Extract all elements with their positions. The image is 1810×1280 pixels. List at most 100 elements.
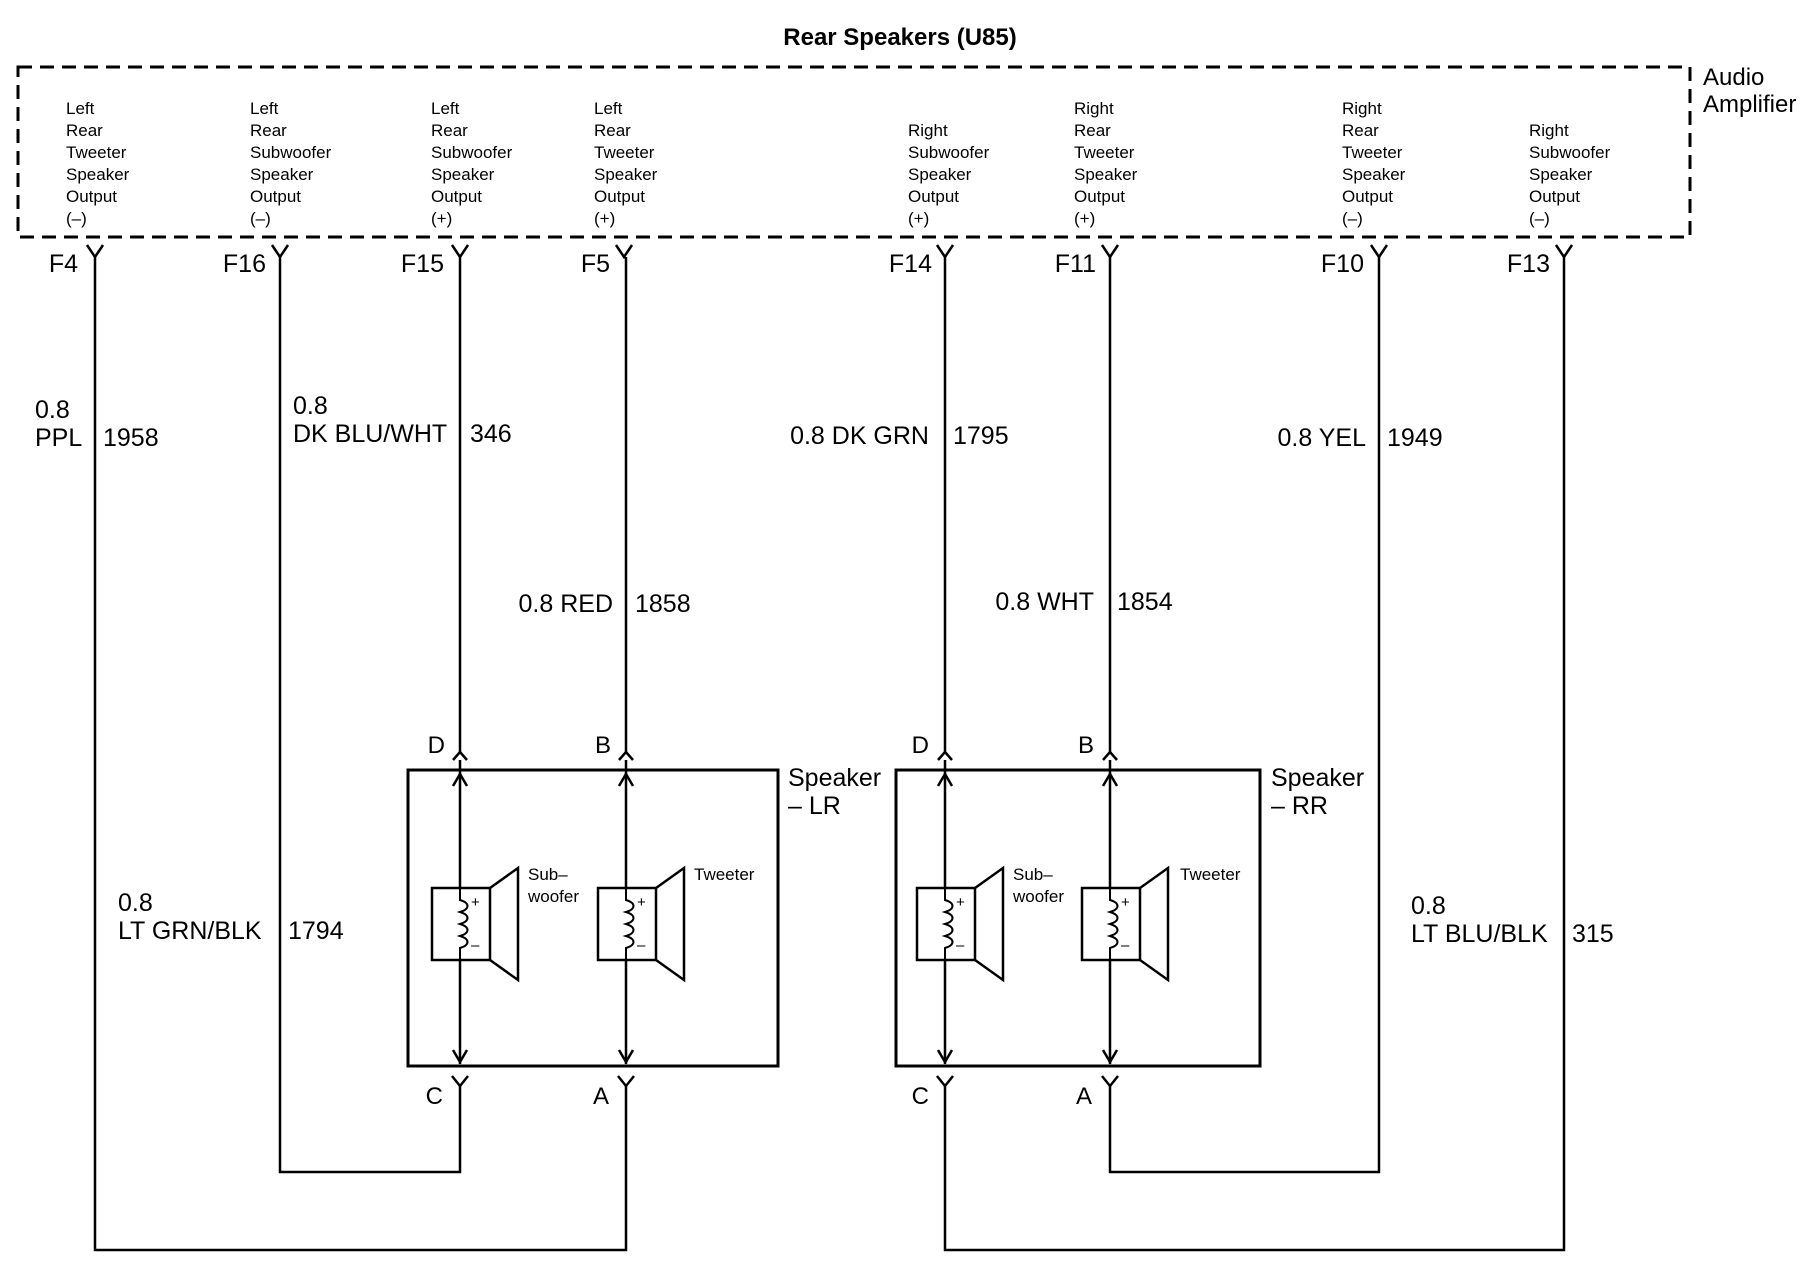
- speaker-lr-sub-label-line1: Sub–: [528, 865, 568, 884]
- output-label-f11-line: Tweeter: [1074, 143, 1135, 162]
- speaker-lr-name-line1: Speaker: [788, 764, 881, 792]
- speaker-rr-tweeter-icon: [1080, 865, 1170, 983]
- output-label-f5-line: Speaker: [594, 165, 658, 184]
- output-label-f4-line: Speaker: [66, 165, 130, 184]
- wire-label-circuit-1958: 1958: [103, 424, 159, 452]
- speaker-lr-pin-b: B: [595, 732, 611, 759]
- amplifier-name-line1: Audio: [1703, 64, 1764, 91]
- output-label-f16-line: (–): [250, 209, 271, 228]
- speaker-lr: Speaker – LR D B C A + –: [406, 732, 881, 1110]
- wire-label-1858: 0.8 RED: [519, 590, 613, 618]
- wire-label-color-346: DK BLU/WHT: [293, 420, 447, 448]
- wire-label-circuit-1795: 1795: [953, 422, 1009, 450]
- speaker-rr-pin-a: A: [1076, 1083, 1092, 1110]
- output-label-f15-line: Rear: [431, 121, 468, 140]
- pin-label-f16: F16: [223, 250, 266, 278]
- wire-label-1854: 0.8 WHT: [995, 588, 1094, 616]
- wire-1958-ppl: [93, 257, 628, 1252]
- output-label-f13-line: (–): [1529, 209, 1550, 228]
- output-label-f4-line: Tweeter: [66, 143, 127, 162]
- output-label-f10-line: Rear: [1342, 121, 1379, 140]
- output-label-f11-line: Right: [1074, 99, 1114, 118]
- speaker-rr-sub-minus: –: [956, 937, 965, 954]
- output-label-f4-line: Output: [66, 187, 117, 206]
- output-label-f10-line: Right: [1342, 99, 1382, 118]
- wire-label-circuit-315: 315: [1572, 920, 1614, 948]
- speaker-rr-tweeter-plus: +: [1121, 894, 1130, 911]
- output-label-f11-line: Speaker: [1074, 165, 1138, 184]
- output-label-f16-line: Output: [250, 187, 301, 206]
- pin-label-f4: F4: [49, 250, 78, 278]
- output-label-f14-line: Right: [908, 121, 948, 140]
- speaker-lr-pin-a: A: [593, 1083, 609, 1110]
- output-label-f13-line: Subwoofer: [1529, 143, 1611, 162]
- output-label-f11-line: (+): [1074, 209, 1095, 228]
- output-label-f4-line: Rear: [66, 121, 103, 140]
- speaker-lr-subwoofer-icon: [430, 865, 520, 983]
- speaker-rr-tweeter-label: Tweeter: [1180, 865, 1241, 884]
- output-label-f5-line: Output: [594, 187, 645, 206]
- output-label-f16-line: Left: [250, 99, 279, 118]
- output-label-f14-line: (+): [908, 209, 929, 228]
- pin-label-f13: F13: [1507, 250, 1550, 278]
- wires: [93, 257, 1566, 1252]
- wire-label-size-346: 0.8: [293, 392, 328, 420]
- output-label-f15-line: Speaker: [431, 165, 495, 184]
- speaker-rr-box: [894, 768, 1262, 1068]
- wire-label-size-1958: 0.8: [35, 396, 70, 424]
- output-label-f13-line: Output: [1529, 187, 1580, 206]
- output-label-f16-line: Subwoofer: [250, 143, 332, 162]
- wire-1949-yel: [1108, 257, 1381, 1174]
- output-label-f5-line: Rear: [594, 121, 631, 140]
- speaker-rr-pin-d: D: [912, 732, 929, 759]
- speaker-rr-pin-c: C: [912, 1083, 929, 1110]
- output-label-f11-line: Rear: [1074, 121, 1111, 140]
- speaker-rr-sub-label-line2: woofer: [1012, 887, 1064, 906]
- wire-315-lt-blu-blk: [943, 257, 1566, 1252]
- output-label-f5-line: Left: [594, 99, 623, 118]
- output-label-f10-line: Output: [1342, 187, 1393, 206]
- speaker-rr: Speaker – RR D B C A + –: [894, 732, 1364, 1110]
- speaker-rr-name-line1: Speaker: [1271, 764, 1364, 792]
- pin-label-f14: F14: [889, 250, 932, 278]
- speaker-lr-pin-c: C: [426, 1083, 443, 1110]
- output-label-f13-line: Right: [1529, 121, 1569, 140]
- wire-label-color-315: LT BLU/BLK: [1411, 920, 1548, 948]
- pin-label-f15: F15: [401, 250, 444, 278]
- amplifier-name-line2: Amplifier: [1703, 91, 1796, 118]
- output-label-f16-line: Rear: [250, 121, 287, 140]
- pin-label-f11: F11: [1055, 250, 1096, 278]
- output-label-f5-line: Tweeter: [594, 143, 655, 162]
- output-label-f4-line: Left: [66, 99, 95, 118]
- output-label-f10-line: (–): [1342, 209, 1363, 228]
- wire-label-circuit-1858: 1858: [635, 590, 691, 618]
- output-label-f14-line: Output: [908, 187, 959, 206]
- output-label-f4-line: (–): [66, 209, 87, 228]
- wire-label-1795: 0.8 DK GRN: [790, 422, 929, 450]
- output-label-f10-line: Tweeter: [1342, 143, 1403, 162]
- output-label-f16-line: Speaker: [250, 165, 314, 184]
- output-label-f15-line: Output: [431, 187, 482, 206]
- speaker-rr-sub-plus: +: [956, 894, 965, 911]
- wire-label-size-1794: 0.8: [118, 889, 153, 917]
- speaker-lr-sub-label-line2: woofer: [527, 887, 579, 906]
- wire-label-size-315: 0.8: [1411, 892, 1446, 920]
- wire-label-color-1794: LT GRN/BLK: [118, 917, 262, 945]
- speaker-rr-name-line2: – RR: [1271, 792, 1328, 820]
- wire-1794-lt-grn-blk: [278, 257, 462, 1174]
- speaker-rr-tweeter-minus: –: [1121, 937, 1130, 954]
- speaker-lr-tweeter-plus: +: [637, 894, 646, 911]
- output-label-f14-line: Speaker: [908, 165, 972, 184]
- speaker-rr-pin-b: B: [1078, 732, 1094, 759]
- output-label-f11-line: Output: [1074, 187, 1125, 206]
- wire-label-circuit-1949: 1949: [1387, 424, 1443, 452]
- speaker-rr-subwoofer-icon: [915, 865, 1005, 983]
- wire-label-circuit-1794: 1794: [288, 917, 344, 945]
- speaker-lr-box: [406, 768, 780, 1068]
- output-label-f15-line: Left: [431, 99, 460, 118]
- wire-label-circuit-346: 346: [470, 420, 512, 448]
- output-label-f14-line: Subwoofer: [908, 143, 990, 162]
- wire-label-circuit-1854: 1854: [1117, 588, 1173, 616]
